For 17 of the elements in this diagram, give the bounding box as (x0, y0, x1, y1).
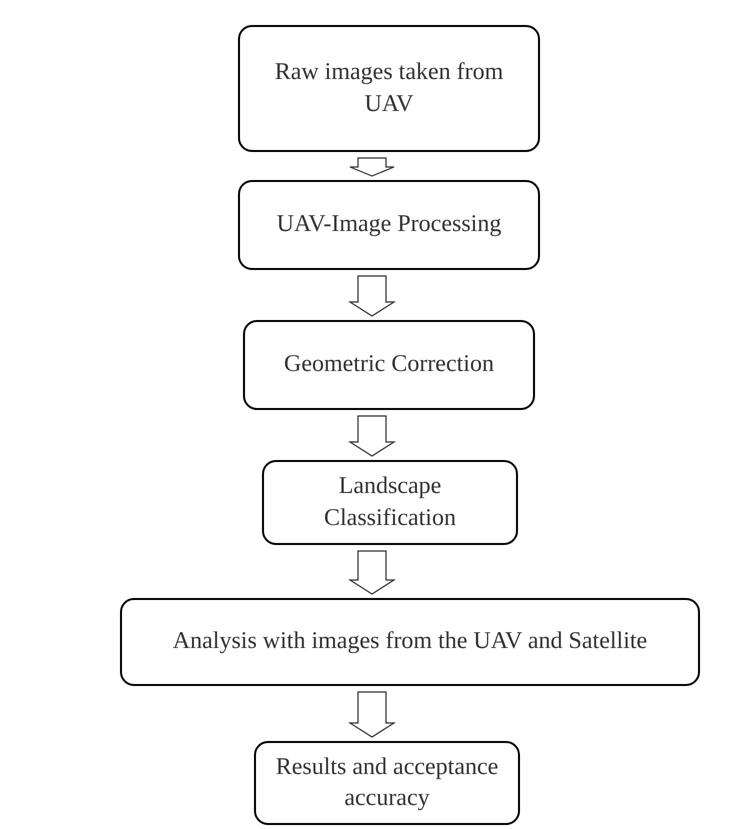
block-arrow (348, 691, 396, 738)
process-box (238, 25, 540, 152)
step-text: Geometric Correction (284, 350, 494, 380)
step-text: Raw images taken from UAV (274, 58, 504, 118)
process-box (120, 598, 700, 686)
step-text: Analysis with images from the UAV and Satellite (172, 627, 648, 656)
block-arrow (348, 415, 396, 457)
process-box (254, 741, 520, 825)
step-text: Landscape Classification (323, 472, 457, 532)
block-arrow (348, 550, 396, 595)
process-box (243, 320, 535, 410)
block-arrow (349, 157, 395, 177)
process-box (262, 460, 518, 545)
step-text: Results and acceptance accuracy (274, 752, 500, 813)
block-arrow (348, 275, 396, 317)
step-text: UAV-Image Processing (276, 210, 502, 240)
process-box (238, 180, 540, 270)
